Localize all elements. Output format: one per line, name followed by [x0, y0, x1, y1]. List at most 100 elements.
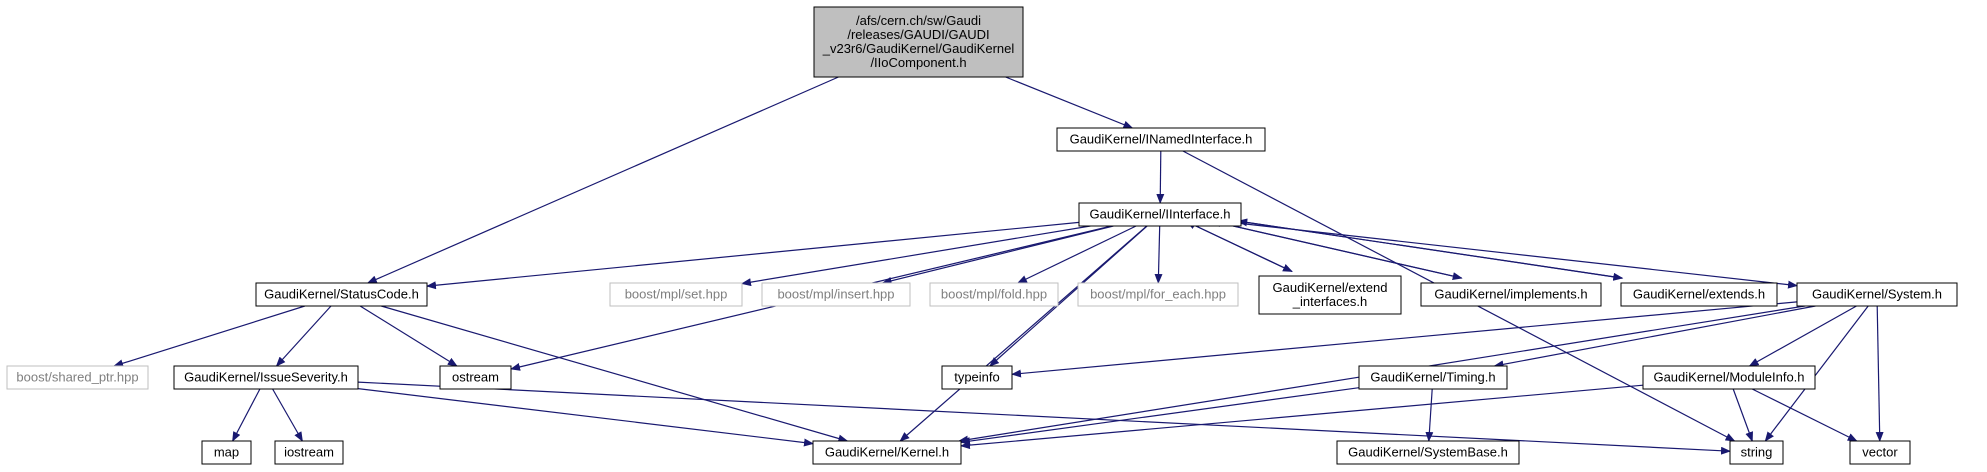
node-mplinsert[interactable]: boost/mpl/insert.hpp	[761, 282, 911, 307]
edge-iinterface-to-mplset	[741, 225, 1091, 287]
edge-iinterface-to-statuscode	[426, 221, 1080, 290]
node-timing[interactable]: GaudiKernel/Timing.h	[1358, 365, 1508, 390]
edge-iinterface-to-typeinfo	[989, 225, 1148, 367]
node-mplfold-box	[929, 282, 1059, 307]
node-mplset-box	[609, 282, 743, 307]
node-sharedptr-box	[6, 365, 149, 390]
node-root[interactable]: /afs/cern.ch/sw/Gaudi/releases/GAUDI/GAU…	[813, 6, 1024, 78]
node-system[interactable]: GaudiKernel/System.h	[1796, 282, 1958, 307]
edge-moduleinfo-to-string	[1732, 388, 1753, 442]
edge-system-to-timing	[1493, 305, 1816, 369]
node-mplinsert-box	[761, 282, 911, 307]
edge-issue-to-kernel	[357, 388, 814, 447]
node-ostream-box	[439, 365, 512, 390]
nodes-layer: /afs/cern.ch/sw/Gaudi/releases/GAUDI/GAU…	[6, 6, 1958, 465]
edge-root-to-statuscode	[366, 76, 839, 284]
node-extends-box	[1620, 282, 1778, 307]
node-extends[interactable]: GaudiKernel/extends.h	[1620, 282, 1778, 307]
edge-timing-to-systembase	[1425, 388, 1434, 442]
edge-moduleinfo-to-vector	[1751, 388, 1858, 442]
node-mplforeach-box	[1077, 282, 1239, 307]
node-iostream-box	[274, 440, 344, 465]
edge-extendif-to-iinterface	[1185, 220, 1293, 273]
node-vector-box	[1849, 440, 1911, 465]
edges-layer	[113, 76, 1884, 455]
node-statuscode[interactable]: GaudiKernel/StatusCode.h	[255, 282, 428, 307]
node-implements-label: GaudiKernel/implements.h	[1434, 287, 1587, 302]
node-root-label: /IIoComponent.h	[870, 55, 966, 70]
edge-issue-to-map	[232, 388, 261, 442]
node-vector-label: vector	[1862, 445, 1898, 460]
node-typeinfo[interactable]: typeinfo	[941, 365, 1013, 390]
edge-iinterface-to-mplfold	[1016, 225, 1137, 284]
node-iinterface[interactable]: GaudiKernel/IInterface.h	[1078, 202, 1242, 227]
node-mplinsert-label: boost/mpl/insert.hpp	[777, 287, 894, 302]
edge-implements-to-iinterface	[1210, 219, 1462, 279]
node-root-label: /releases/GAUDI/GAUDI	[847, 27, 989, 42]
node-extends-label: GaudiKernel/extends.h	[1633, 287, 1765, 302]
edge-system-to-string	[1764, 305, 1869, 442]
edge-system-to-typeinfo	[1011, 301, 1798, 378]
edge-statuscode-to-issue	[275, 305, 332, 367]
node-mplfold-label: boost/mpl/fold.hpp	[941, 287, 1047, 302]
node-typeinfo-label: typeinfo	[954, 370, 1000, 385]
node-root-label: /afs/cern.ch/sw/Gaudi	[856, 13, 981, 28]
edge-system-to-vector	[1875, 305, 1884, 442]
node-iinterface-box	[1078, 202, 1242, 227]
node-timing-box	[1358, 365, 1508, 390]
node-issue-label: GaudiKernel/IssueSeverity.h	[184, 370, 348, 385]
node-timing-label: GaudiKernel/Timing.h	[1370, 370, 1495, 385]
node-mplset[interactable]: boost/mpl/set.hpp	[609, 282, 743, 307]
edge-statuscode-to-ostream	[359, 305, 458, 367]
node-system-box	[1796, 282, 1958, 307]
edge-iinterface-to-mplforeach	[1154, 225, 1163, 284]
edge-statuscode-to-kernel	[381, 305, 849, 443]
node-ostream-label: ostream	[452, 370, 499, 385]
node-string-label: string	[1741, 445, 1773, 460]
node-statuscode-label: GaudiKernel/StatusCode.h	[264, 287, 419, 302]
node-extendif-label: GaudiKernel/extend	[1273, 280, 1388, 295]
node-kernel[interactable]: GaudiKernel/Kernel.h	[812, 440, 962, 465]
node-kernel-label: GaudiKernel/Kernel.h	[825, 445, 949, 460]
node-iostream[interactable]: iostream	[274, 440, 344, 465]
node-inamed[interactable]: GaudiKernel/INamedInterface.h	[1056, 127, 1266, 152]
node-map[interactable]: map	[201, 440, 252, 465]
node-iostream-label: iostream	[284, 445, 334, 460]
edge-moduleinfo-to-kernel	[960, 384, 1644, 450]
node-map-box	[201, 440, 252, 465]
node-extendif-label: _interfaces.h	[1292, 294, 1367, 309]
node-sharedptr[interactable]: boost/shared_ptr.hpp	[6, 365, 149, 390]
edge-iinterface-to-kernel	[899, 225, 1148, 442]
node-string-box	[1729, 440, 1784, 465]
node-root-label: _v23r6/GaudiKernel/GaudiKernel	[822, 41, 1015, 56]
node-mplfold[interactable]: boost/mpl/fold.hpp	[929, 282, 1059, 307]
node-mplforeach[interactable]: boost/mpl/for_each.hpp	[1077, 282, 1239, 307]
node-root-box	[813, 6, 1024, 78]
edge-timing-to-kernel	[960, 387, 1360, 446]
node-systembase-box	[1336, 440, 1520, 465]
node-ostream[interactable]: ostream	[439, 365, 512, 390]
edge-statuscode-to-sharedptr	[113, 305, 306, 368]
node-string[interactable]: string	[1729, 440, 1784, 465]
node-inamed-box	[1056, 127, 1266, 152]
node-implements-box	[1420, 282, 1602, 307]
node-kernel-box	[812, 440, 962, 465]
node-moduleinfo[interactable]: GaudiKernel/ModuleInfo.h	[1642, 365, 1816, 390]
node-issue[interactable]: GaudiKernel/IssueSeverity.h	[173, 365, 359, 390]
node-implements[interactable]: GaudiKernel/implements.h	[1420, 282, 1602, 307]
node-extendif-box	[1258, 275, 1402, 315]
node-vector[interactable]: vector	[1849, 440, 1911, 465]
node-extendif[interactable]: GaudiKernel/extend_interfaces.h	[1258, 275, 1402, 315]
node-map-label: map	[214, 445, 239, 460]
node-statuscode-box	[255, 282, 428, 307]
node-sharedptr-label: boost/shared_ptr.hpp	[16, 370, 138, 385]
node-system-label: GaudiKernel/System.h	[1812, 287, 1942, 302]
node-mplset-label: boost/mpl/set.hpp	[625, 287, 728, 302]
node-moduleinfo-label: GaudiKernel/ModuleInfo.h	[1653, 370, 1804, 385]
node-systembase[interactable]: GaudiKernel/SystemBase.h	[1336, 440, 1520, 465]
node-mplforeach-label: boost/mpl/for_each.hpp	[1090, 287, 1226, 302]
node-systembase-label: GaudiKernel/SystemBase.h	[1348, 445, 1508, 460]
edge-issue-to-string	[357, 381, 1731, 455]
node-iinterface-label: GaudiKernel/IInterface.h	[1090, 207, 1231, 222]
